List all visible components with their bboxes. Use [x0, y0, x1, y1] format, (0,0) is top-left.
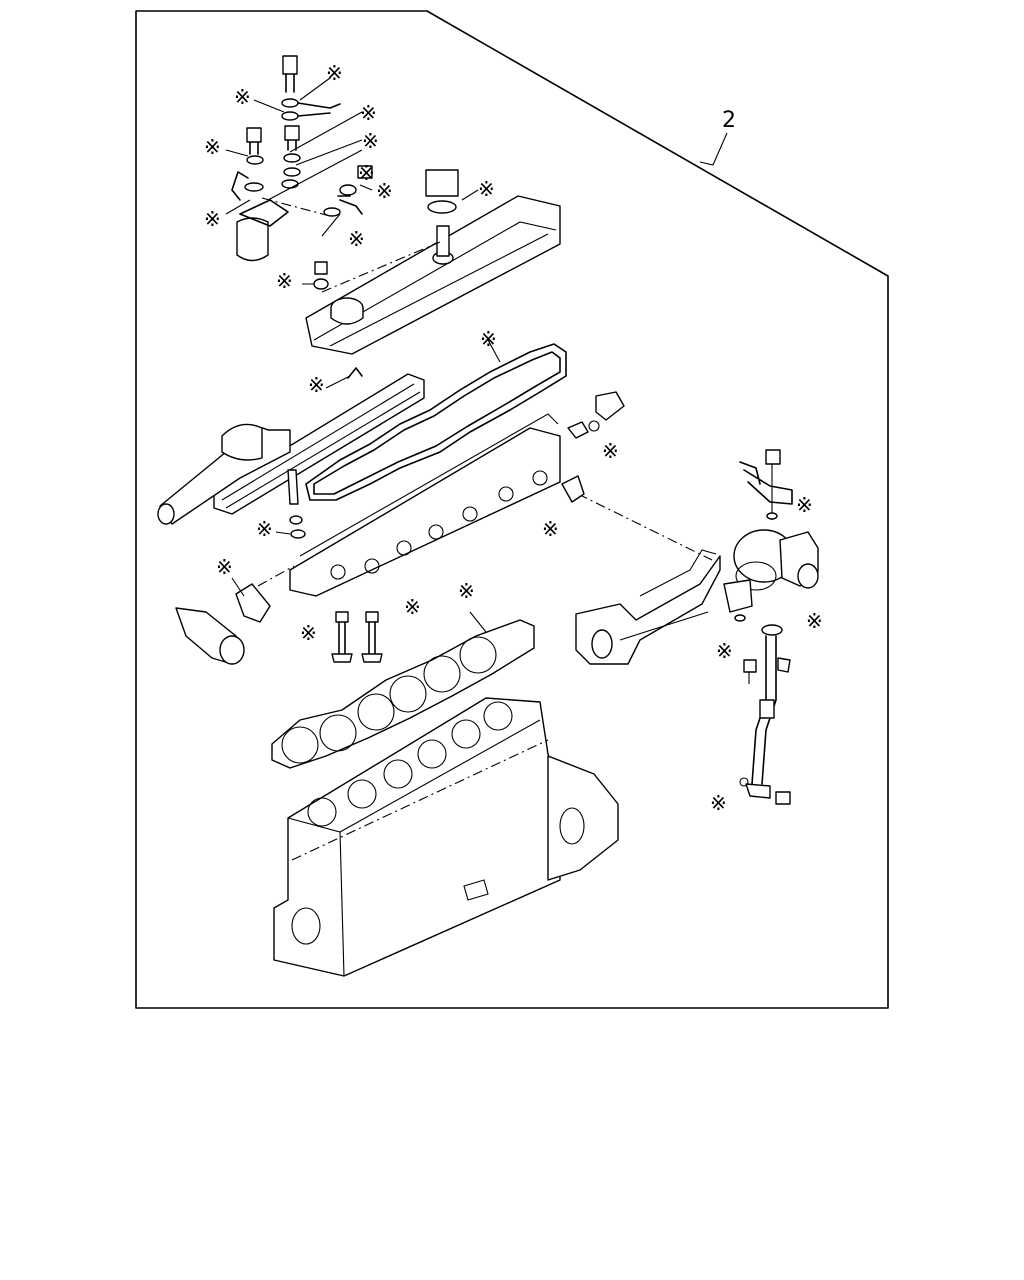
kit-marker: ※ [276, 269, 293, 293]
kit-marker: ※ [796, 493, 813, 517]
engine-block [273, 697, 619, 977]
kit-marker: ※ [216, 555, 233, 579]
callout-2: 2 [699, 108, 736, 166]
thermostat-housing [175, 565, 295, 665]
kit-marker: ※ [300, 621, 317, 645]
kit-marker: ※ [326, 61, 343, 85]
kit-marker: ※ [806, 609, 823, 633]
kit-marker: ※ [348, 227, 365, 251]
kit-marker: ※ [458, 579, 475, 603]
turbocharger [723, 449, 819, 622]
kit-marker: ※ [404, 595, 421, 619]
kit-marker: ※ [602, 439, 619, 463]
injector [275, 469, 306, 539]
kit-markers: ※ ※ ※ ※ ※ ※ ※ ※ ※ ※ ※ ※ ※ ※ ※ ※ ※ ※ ※ ※ … [204, 61, 823, 815]
oil-return-pipe [739, 624, 791, 805]
kit-marker: ※ [234, 85, 251, 109]
cylinder-head [289, 391, 625, 597]
kit-marker: ※ [710, 791, 727, 815]
kit-frame [135, 10, 889, 1009]
kit-marker: ※ [376, 179, 393, 203]
kit-marker: ※ [358, 161, 375, 185]
kit-marker: ※ [360, 101, 377, 125]
intake-manifold [157, 367, 425, 525]
kit-marker: ※ [480, 327, 497, 351]
kit-marker: ※ [362, 129, 379, 153]
kit-marker: ※ [204, 135, 221, 159]
kit-marker: ※ [542, 517, 559, 541]
kit-marker: ※ [204, 207, 221, 231]
exhaust-manifold [561, 475, 721, 665]
rocker-cover-gasket [305, 339, 567, 501]
kit-marker: ※ [478, 177, 495, 201]
kit-marker: ※ [308, 373, 325, 397]
valves [331, 611, 383, 663]
callout-number: 2 [722, 108, 736, 133]
kit-marker: ※ [256, 517, 273, 541]
kit-marker: ※ [716, 639, 733, 663]
head-gasket [271, 611, 535, 769]
valve-cover [302, 169, 561, 355]
fuel-filter-group [225, 55, 373, 262]
